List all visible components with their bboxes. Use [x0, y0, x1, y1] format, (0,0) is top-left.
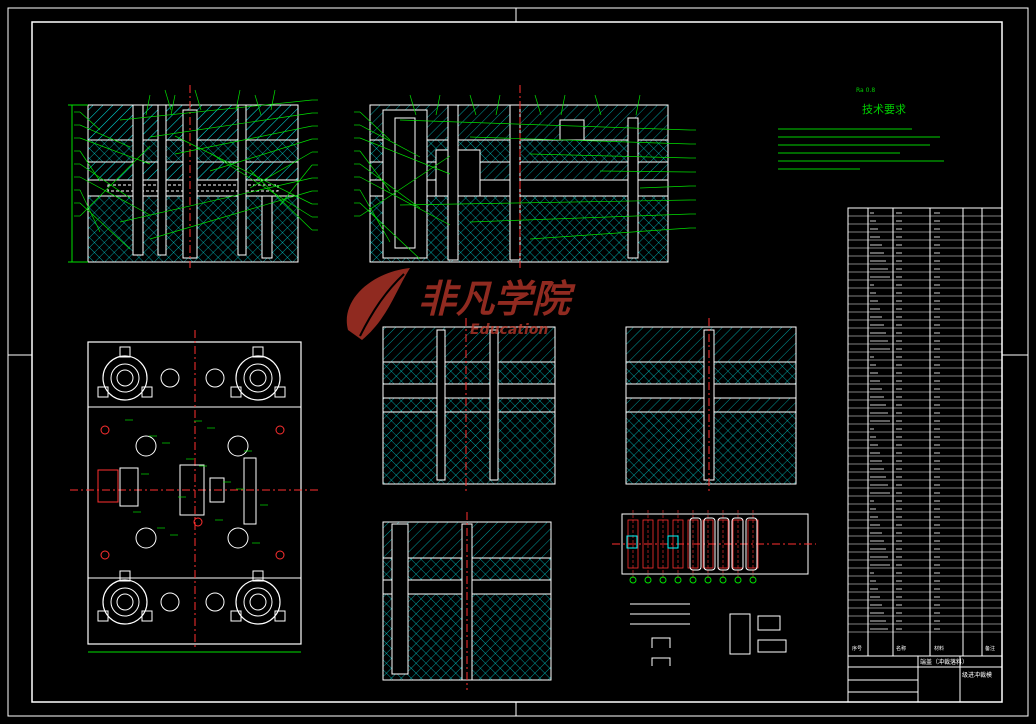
bom-header-remark: 备注: [985, 645, 995, 652]
section-view-a: [382, 318, 556, 492]
part-sketches: [630, 603, 787, 666]
plan-view: [70, 330, 320, 653]
title-part-name: 端盖（冲裁落料）: [920, 658, 968, 666]
section-view-c: [382, 512, 552, 690]
bom-header-index: 序号: [852, 645, 862, 652]
watermark-text: 非凡学院: [418, 277, 576, 321]
main-section-view: [68, 85, 318, 268]
watermark-subtext: Education: [470, 322, 548, 338]
bom-header-name: 名称: [896, 645, 906, 652]
strip-layout: [612, 510, 816, 584]
side-section-view: [354, 85, 696, 268]
parts-list-table: [847, 207, 1003, 657]
bom-header-material: 材料: [934, 645, 944, 652]
title-drawing-name: 级进冲裁模: [962, 671, 992, 679]
tech-req-subtitle: Ra 0.8: [856, 87, 875, 94]
tech-req-title: 技术要求: [862, 103, 906, 116]
watermark-logo: 非凡学院 Education: [346, 268, 576, 340]
section-view-b: [625, 318, 797, 492]
technical-requirements: Ra 0.8 技术要求: [778, 87, 944, 170]
title-block: 序号 名称 材料 备注 端盖（冲裁落料） 级进冲裁模: [847, 645, 1003, 703]
